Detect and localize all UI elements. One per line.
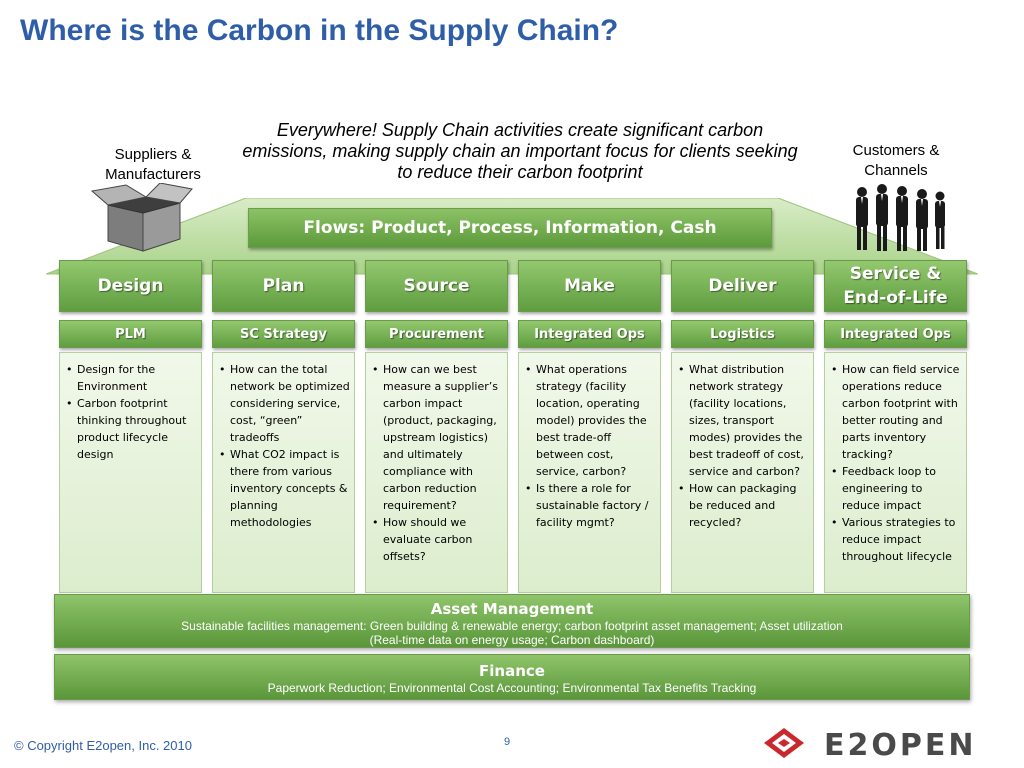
finance-band: Finance Paperwork Reduction; Environment… [54,654,970,700]
column-design: Design PLM Design for the Environment Ca… [59,260,202,593]
bullet-item: How can field service operations reduce … [829,361,962,463]
suppliers-label-line2: Manufacturers [105,166,201,183]
column-make: Make Integrated Ops What operations stra… [518,260,661,593]
copyright-text: © Copyright E2open, Inc. 2010 [14,738,192,753]
suppliers-label: Suppliers & Manufacturers [88,145,218,185]
page-number: 9 [504,736,511,748]
e2open-logo: E2OPEN [764,728,976,763]
slide-title: Where is the Carbon in the Supply Chain? [20,14,619,47]
column-body: How can we best measure a supplier’s car… [365,352,508,593]
column-subheader: Procurement [365,320,508,348]
bullet-item: How can packaging be reduced and recycle… [676,480,809,531]
tagline: Everywhere! Supply Chain activities crea… [242,120,798,182]
finance-title: Finance [479,662,545,680]
asset-management-line1: Sustainable facilities management: Green… [181,619,843,633]
box-icon [90,183,193,252]
suppliers-label-line1: Suppliers & [114,146,192,163]
column-service: Service & End-of-Life Integrated Ops How… [824,260,967,593]
column-subheader: Integrated Ops [518,320,661,348]
bullet-item: How can the total network be optimized c… [217,361,350,446]
column-header: Deliver [671,260,814,312]
customers-label: Customers & Channels [826,141,966,181]
column-body: How can the total network be optimized c… [212,352,355,593]
column-body: What distribution network strategy (faci… [671,352,814,593]
column-body: What operations strategy (facility locat… [518,352,661,593]
bullet-item: How should we evaluate carbon offsets? [370,514,503,565]
finance-line1: Paperwork Reduction; Environmental Cost … [267,681,757,695]
column-header: Source [365,260,508,312]
column-header: Make [518,260,661,312]
bullet-item: Design for the Environment [64,361,197,395]
column-body: Design for the Environment Carbon footpr… [59,352,202,593]
column-subheader: SC Strategy [212,320,355,348]
column-source: Source Procurement How can we best measu… [365,260,508,593]
flows-bar: Flows: Product, Process, Information, Ca… [248,208,772,248]
bullet-item: Carbon footprint thinking throughout pro… [64,395,197,463]
bullet-item: What CO2 impact is there from various in… [217,446,350,531]
column-deliver: Deliver Logistics What distribution netw… [671,260,814,593]
column-subheader: PLM [59,320,202,348]
column-body: How can field service operations reduce … [824,352,967,593]
bullet-item: Various strategies to reduce impact thro… [829,514,962,565]
bullet-item: How can we best measure a supplier’s car… [370,361,503,514]
bullet-item: Feedback loop to engineering to reduce i… [829,463,962,514]
asset-management-line2: (Real-time data on energy usage; Carbon … [369,633,655,647]
column-header: Design [59,260,202,312]
column-header-line2: End-of-Life [843,288,948,308]
bullet-item: What operations strategy (facility locat… [523,361,656,480]
column-subheader: Integrated Ops [824,320,967,348]
logo-text: E2OPEN [824,728,976,763]
column-header: Service & End-of-Life [824,260,967,312]
asset-management-title: Asset Management [430,600,594,618]
customers-label-line1: Customers & [852,142,940,159]
bullet-item: What distribution network strategy (faci… [676,361,809,480]
bullet-item: Is there a role for sustainable factory … [523,480,656,531]
people-icon [856,184,945,251]
column-header: Plan [212,260,355,312]
asset-management-band: Asset Management Sustainable facilities … [54,594,970,648]
customers-label-line2: Channels [864,162,928,179]
column-header-line1: Service & [849,264,942,284]
column-plan: Plan SC Strategy How can the total netwo… [212,260,355,593]
column-subheader: Logistics [671,320,814,348]
